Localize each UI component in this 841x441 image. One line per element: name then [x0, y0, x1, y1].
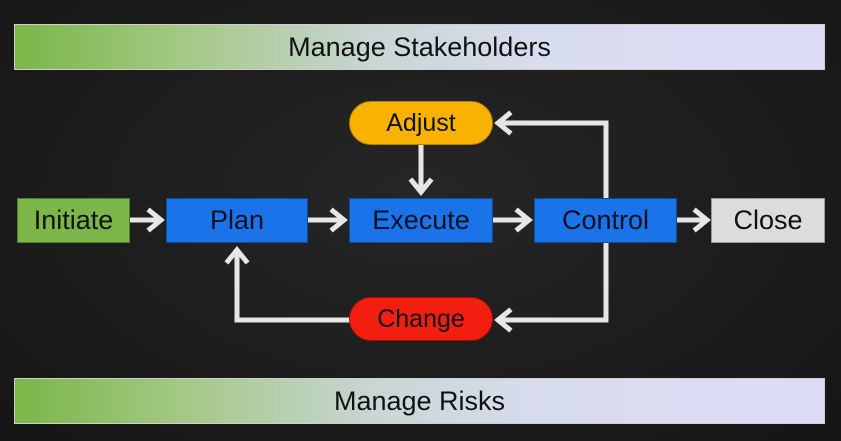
node-close-label: Close — [733, 205, 803, 235]
node-plan: Plan — [166, 198, 308, 243]
node-execute: Execute — [349, 198, 493, 243]
banner-manage-stakeholders: Manage Stakeholders — [14, 24, 825, 70]
arrowhead-control-change — [494, 307, 513, 333]
arrow-control-change — [499, 241, 609, 323]
node-control: Control — [534, 198, 677, 243]
node-adjust-label: Adjust — [386, 108, 456, 137]
arrowhead-adjust-execute — [408, 177, 434, 196]
node-initiate: Initiate — [17, 198, 130, 243]
node-change-label: Change — [377, 304, 465, 333]
node-control-label: Control — [561, 205, 650, 235]
node-execute-label: Execute — [372, 205, 470, 235]
arrow-change-plan — [234, 251, 351, 323]
banner-bottom-label: Manage Risks — [333, 385, 506, 416]
node-close: Close — [711, 198, 825, 243]
node-adjust: Adjust — [349, 101, 493, 145]
node-change: Change — [349, 297, 493, 341]
arrowhead-plan-execute — [329, 207, 348, 233]
arrowhead-execute-control — [514, 207, 533, 233]
node-plan-label: Plan — [209, 205, 265, 235]
arrowhead-change-plan — [224, 246, 250, 265]
arrowhead-control-adjust — [494, 110, 513, 136]
banner-top-label: Manage Stakeholders — [288, 31, 551, 62]
arrow-control-adjust — [499, 120, 609, 200]
node-initiate-label: Initiate — [33, 205, 114, 235]
banner-manage-risks: Manage Risks — [14, 378, 825, 424]
arrowhead-initiate-plan — [146, 207, 165, 233]
arrowhead-control-close — [692, 207, 711, 233]
